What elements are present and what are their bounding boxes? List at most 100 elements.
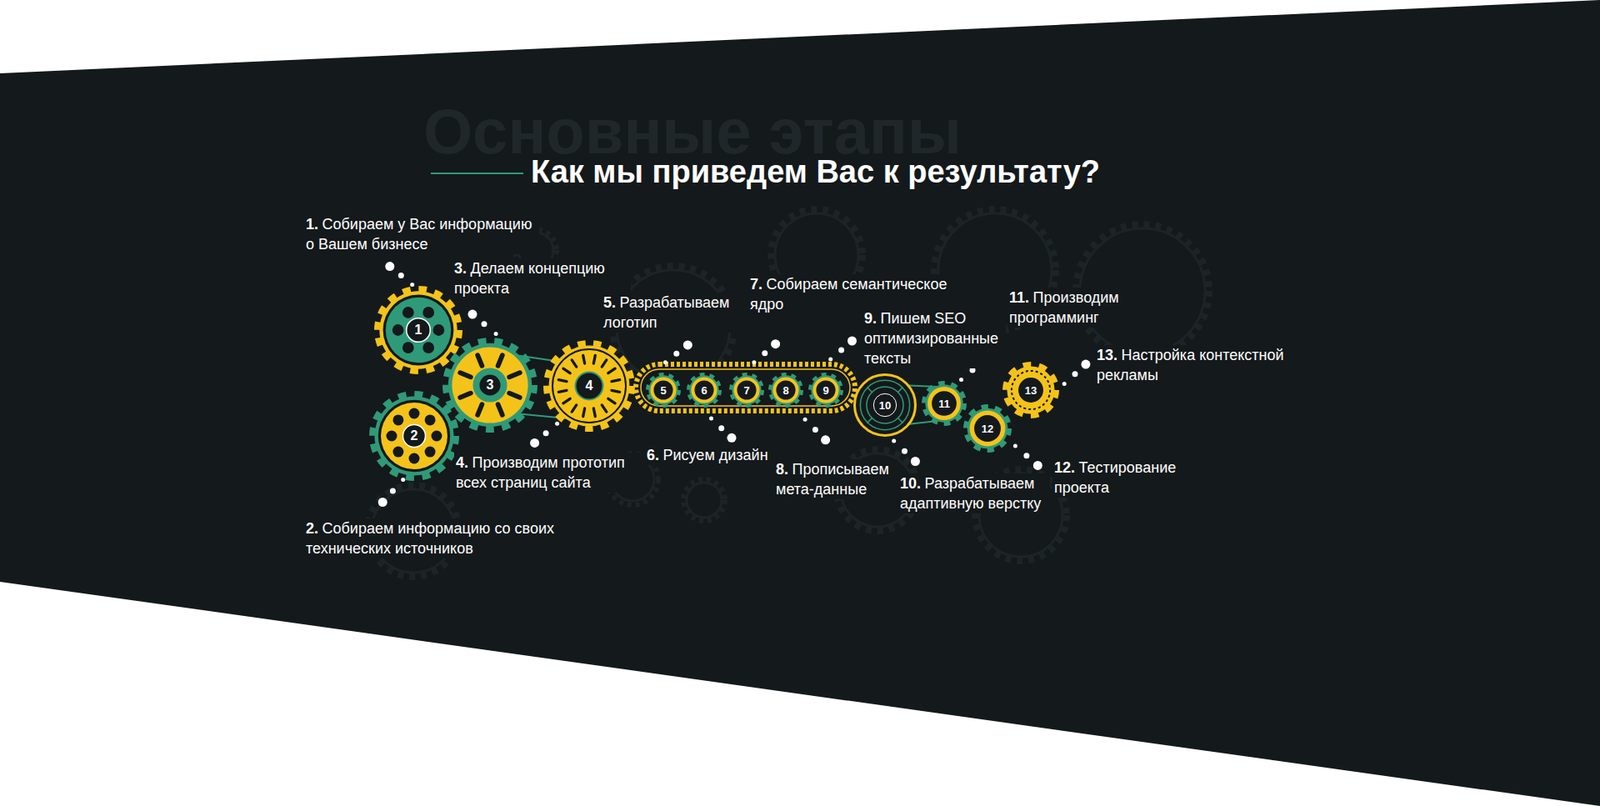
leader-dot xyxy=(683,340,693,350)
gear-slot xyxy=(563,398,570,404)
gear: 8 xyxy=(768,372,804,408)
gear-hole xyxy=(425,446,436,458)
gear-part xyxy=(406,318,431,343)
gear-part xyxy=(967,408,1009,450)
gear-slot xyxy=(498,355,503,366)
step-number: 9. xyxy=(864,310,877,327)
gear-part xyxy=(927,386,961,420)
leader-dot xyxy=(812,426,819,433)
gear: 13 xyxy=(1002,361,1060,419)
gear: 3 xyxy=(442,337,538,433)
gear-hole xyxy=(409,453,420,465)
gear-part xyxy=(546,343,632,429)
gear-hole xyxy=(422,306,435,319)
gear-part xyxy=(650,376,676,403)
gear-part xyxy=(403,425,426,448)
gear-slot xyxy=(571,405,577,412)
leader-dot xyxy=(727,433,737,443)
gear-number: 12 xyxy=(981,423,994,435)
gear-number: 4 xyxy=(585,379,594,393)
gear-part xyxy=(445,340,535,430)
gear-number: 11 xyxy=(938,398,950,410)
gear-slot xyxy=(509,393,520,398)
gear: 11 xyxy=(921,380,967,426)
gear-number: 13 xyxy=(1025,385,1037,396)
gear-slot xyxy=(571,360,577,367)
gear-part xyxy=(775,380,795,400)
step-number: 12. xyxy=(1054,459,1075,476)
leader-dot xyxy=(847,336,857,346)
gear-drawing xyxy=(924,383,965,425)
gear: 9 xyxy=(808,372,844,408)
leader-dot xyxy=(770,339,780,349)
gear-part xyxy=(931,390,957,416)
step-number: 11. xyxy=(1009,289,1030,306)
gear: 5 xyxy=(645,372,681,408)
leader-dot xyxy=(891,439,896,444)
step-text: Настройка контекстной рекламы xyxy=(1096,346,1285,384)
step-caption: 1.Собираем у Вас информацию о Вашем бизн… xyxy=(304,214,540,255)
gear-slot xyxy=(460,393,471,398)
gear: 7 xyxy=(729,372,765,408)
gear-part xyxy=(549,345,630,427)
leader-dot xyxy=(385,261,395,271)
gear: 10 xyxy=(853,373,917,437)
leader-dot xyxy=(1013,444,1018,449)
leader-dot xyxy=(494,331,499,336)
gear-part xyxy=(1018,377,1044,403)
step-text: Делаем концепцию проекта xyxy=(454,260,605,297)
gear-slot xyxy=(608,368,615,374)
chain xyxy=(635,364,855,411)
gear-part xyxy=(451,346,528,423)
gear-drawing xyxy=(372,394,456,478)
title-rule xyxy=(430,172,524,175)
title: Как мы приведем Вас к результату? xyxy=(530,153,1100,190)
step-number: 7. xyxy=(750,275,763,293)
gear-part xyxy=(378,400,450,472)
gear-part xyxy=(377,289,460,372)
step-number: 13. xyxy=(1096,346,1118,364)
gear-part xyxy=(379,290,457,369)
gear-number: 10 xyxy=(879,400,891,411)
leader-dot xyxy=(390,488,396,495)
step-text: Рисуем дизайн xyxy=(663,446,769,464)
leader-dot xyxy=(910,456,920,466)
step-caption: 2.Собираем информацию со своих техническ… xyxy=(304,518,575,559)
gear-slot xyxy=(460,372,471,377)
step-number: 4. xyxy=(455,454,469,471)
leader-dot xyxy=(555,421,560,426)
leader-dot xyxy=(1080,360,1090,370)
title-text: Как мы приведем Вас к результату? xyxy=(530,154,1100,190)
step-number: 10. xyxy=(900,475,921,492)
gear-part xyxy=(812,376,839,403)
gear-slot xyxy=(583,408,585,417)
leader-dot xyxy=(1072,370,1079,377)
gear-part xyxy=(648,375,678,405)
step-number: 6. xyxy=(646,446,660,464)
gear-part xyxy=(730,374,763,406)
gear: 4 xyxy=(543,340,635,432)
leader-dot xyxy=(718,425,725,431)
gear-slot xyxy=(601,360,607,367)
leader-dot xyxy=(481,320,488,327)
gear: 6 xyxy=(686,372,722,408)
gear-part xyxy=(736,380,756,400)
gear-hole xyxy=(386,430,398,442)
gear-number: 5 xyxy=(660,385,666,396)
leader-dot xyxy=(378,261,1091,507)
gear-hole xyxy=(402,306,415,319)
gear-slot xyxy=(558,390,567,392)
gear-part xyxy=(380,402,448,470)
gear-hole xyxy=(392,414,404,425)
gear-slot xyxy=(601,405,607,412)
leader-dot xyxy=(838,347,845,354)
gear-part xyxy=(448,343,532,427)
step-caption: 10.Разрабатываем адаптивную верстку xyxy=(898,473,1050,514)
gear-hole xyxy=(422,341,435,354)
step-text: Пишем SEO оптимизированные тексты xyxy=(864,310,999,367)
gear-slot xyxy=(509,372,520,377)
leader-dot xyxy=(530,438,540,448)
gear-part xyxy=(731,375,761,405)
gear-slot xyxy=(593,408,595,417)
step-number: 8. xyxy=(775,460,789,478)
